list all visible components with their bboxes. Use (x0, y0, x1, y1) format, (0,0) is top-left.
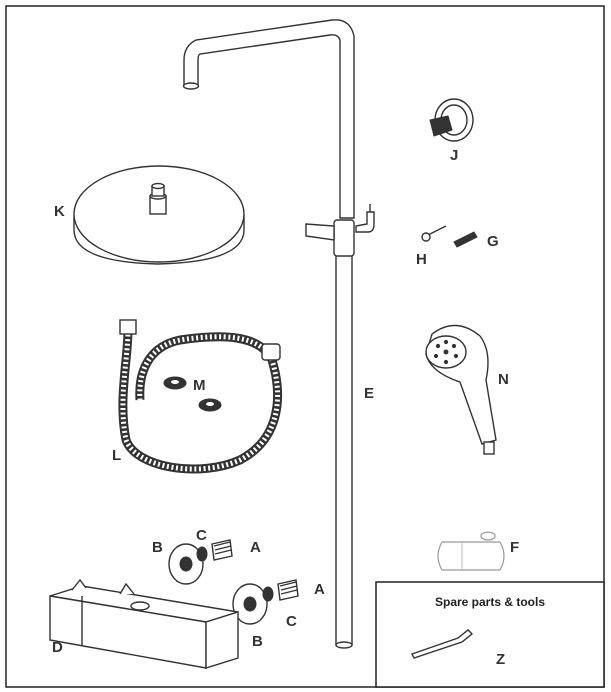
slide-bracket (333, 219, 355, 257)
part-l-shower-hose (118, 319, 282, 474)
label-b-lower: B (252, 633, 263, 650)
part-n-hand-shower (425, 324, 497, 455)
part-e-riser-pipe (182, 19, 375, 649)
label-g: G (487, 233, 499, 250)
label-j: J (450, 147, 458, 164)
label-a-lower: A (314, 581, 325, 598)
part-z-hex-key (411, 629, 474, 659)
label-b-upper: B (152, 539, 163, 556)
outer-frame (5, 5, 605, 688)
spare-parts-box: Spare parts & tools (375, 581, 605, 688)
part-abc-lower (232, 579, 299, 625)
label-a-upper: A (250, 539, 261, 556)
label-l: L (112, 447, 121, 464)
label-m: M (193, 377, 206, 394)
part-k-rain-shower-head (73, 165, 245, 265)
label-h: H (416, 251, 427, 268)
part-h-screw (421, 225, 447, 242)
part-j-wall-hook (429, 98, 474, 142)
part-m-washers (163, 376, 222, 412)
label-z: Z (496, 651, 505, 668)
label-k: K (54, 203, 65, 220)
part-f-slide-holder (437, 531, 505, 571)
label-d: D (52, 639, 63, 656)
label-c-upper: C (196, 527, 207, 544)
label-f: F (510, 539, 519, 556)
part-g-wall-plug (453, 231, 478, 248)
part-d-thermostatic-mixer (49, 578, 239, 669)
label-e: E (364, 385, 374, 402)
spare-parts-title: Spare parts & tools (435, 595, 545, 609)
label-c-lower: C (286, 613, 297, 630)
part-abc-upper (168, 539, 233, 585)
label-n: N (498, 371, 509, 388)
